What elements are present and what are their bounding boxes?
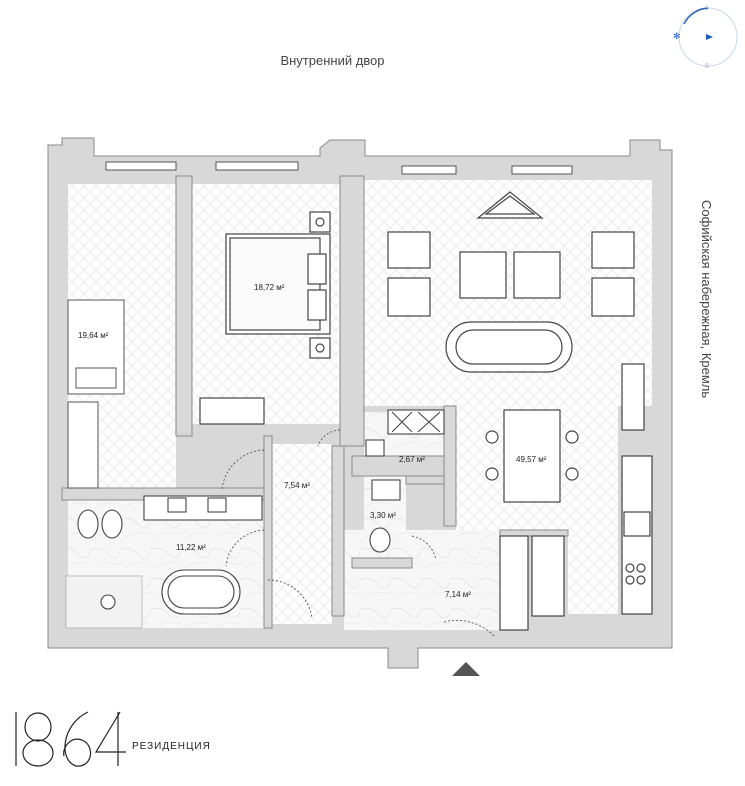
master-bed (199, 211, 331, 425)
courtyard-label: Внутренний двор (280, 53, 385, 68)
logo-1864-icon (15, 711, 126, 767)
area-bedroom-left: 19,64 м² (78, 331, 109, 340)
door-swings (221, 429, 495, 637)
bedroom-left-furniture (67, 299, 125, 489)
svg-text:✻: ✻ (673, 31, 681, 41)
area-corridor: 7,54 м² (284, 481, 310, 490)
area-toilet: 3,30 м² (370, 511, 396, 520)
logo-wordmark: РЕЗИДЕНЦИЯ (132, 741, 211, 752)
compass-north-label: З (705, 6, 709, 12)
living-room-furniture (387, 191, 653, 631)
area-living-room: 49,57 м² (516, 455, 547, 464)
bathroom-fixtures (77, 409, 445, 615)
windows (105, 161, 573, 175)
compass-icon: ✻ З В (673, 6, 738, 70)
embankment-label: Софийская набережная, Кремль (699, 200, 714, 399)
area-bathroom: 11,22 м² (176, 543, 206, 552)
entrance-marker-icon (452, 662, 480, 676)
area-bedroom-master: 18,72 м² (254, 283, 285, 292)
interior-walls (61, 175, 569, 629)
compass-south-label: В (705, 64, 709, 70)
area-entrance-hall: 7,14 м² (445, 590, 471, 599)
area-wardrobe: 2,67 м² (399, 455, 425, 464)
